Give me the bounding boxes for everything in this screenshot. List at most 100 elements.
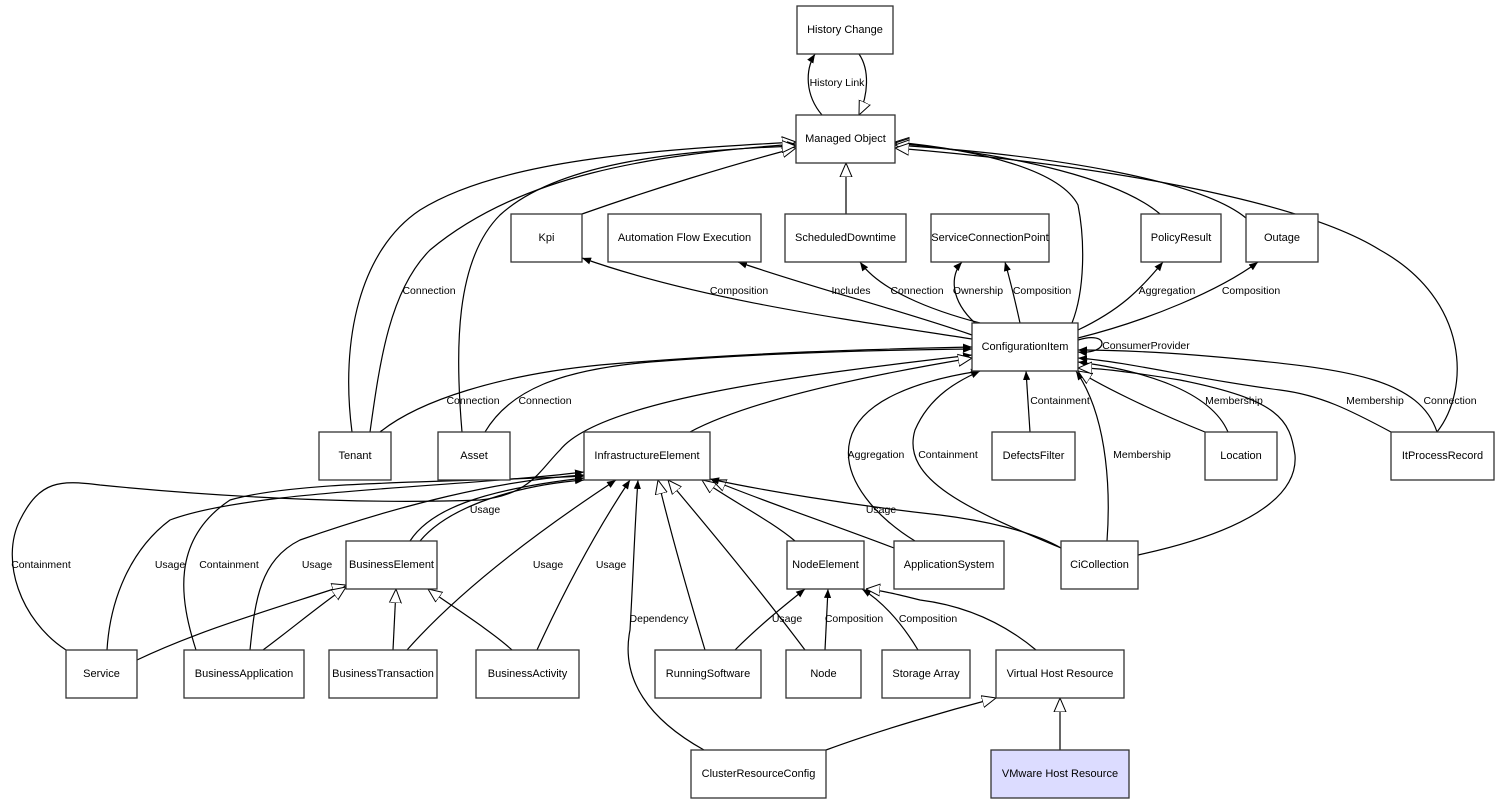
node-box[interactable] [607,213,762,263]
node-box[interactable] [1245,213,1319,263]
node-tenant[interactable]: Tenant [318,431,392,481]
edge-label: Usage [596,559,627,571]
node-label: VMware Host Resource [1002,768,1118,780]
node-managed-object[interactable]: Managed Object [795,114,896,164]
node-box[interactable] [796,5,894,55]
node-box[interactable] [991,431,1076,481]
node-cluster-resource-config[interactable]: ClusterResourceConfig [690,749,827,799]
node-label: Kpi [539,232,555,244]
edge-label: Connection [1423,395,1476,407]
edge-outage-to-managed-object [895,145,1247,219]
node-box[interactable] [971,322,1079,372]
edge-configuration-item-to-service-connection-point [953,261,976,324]
node-box[interactable] [328,649,438,699]
node-infrastructure-element[interactable]: InfrastructureElement [583,431,711,481]
node-label: PolicyResult [1151,232,1212,244]
node-defects-filter[interactable]: DefectsFilter [991,431,1076,481]
node-box[interactable] [183,649,305,699]
node-business-element[interactable]: BusinessElement [345,540,438,590]
edge-location-to-configuration-item [1078,371,1206,433]
edge-kpi-to-managed-object [581,148,796,215]
node-box[interactable] [1140,213,1222,263]
edge-label: Usage [533,559,564,571]
edge-business-application-to-infrastructure-element [249,471,585,651]
node-box[interactable] [1060,540,1139,590]
edge-asset-to-configuration-item [484,345,973,433]
node-node-element[interactable]: NodeElement [786,540,865,590]
edge-label: Membership [1205,395,1263,407]
node-application-system[interactable]: ApplicationSystem [893,540,1005,590]
node-node[interactable]: Node [785,649,862,699]
node-label: Managed Object [805,133,886,145]
node-box[interactable] [785,649,862,699]
edge-application-system-to-configuration-item [847,368,981,542]
edge-business-element-to-infrastructure-element [409,475,585,542]
node-box[interactable] [995,649,1125,699]
node-box[interactable] [475,649,580,699]
edge-label: Dependency [630,613,690,625]
edge-label: Containment [11,559,71,571]
node-box[interactable] [510,213,583,263]
node-box[interactable] [345,540,438,590]
node-box[interactable] [893,540,1005,590]
edge-label: Connection [402,285,455,297]
node-configuration-item[interactable]: ConfigurationItem [971,322,1079,372]
edge-policy-result-to-managed-object [895,143,1161,215]
node-business-application[interactable]: BusinessApplication [183,649,305,699]
edge-it-process-record-to-managed-object [895,148,1458,433]
node-label: RunningSoftware [666,668,750,680]
node-box[interactable] [784,213,907,263]
edge-business-transaction-to-business-element [393,589,396,651]
node-scheduled-downtime[interactable]: ScheduledDowntime [784,213,907,263]
node-box[interactable] [437,431,511,481]
node-box[interactable] [786,540,865,590]
node-box[interactable] [318,431,392,481]
node-box[interactable] [881,649,971,699]
edge-node-element-to-infrastructure-element [702,480,796,542]
node-box[interactable] [583,431,711,481]
node-label: ClusterResourceConfig [702,768,816,780]
node-it-process-record[interactable]: ItProcessRecord [1390,431,1495,481]
node-running-software[interactable]: RunningSoftware [654,649,762,699]
edge-configuration-item-to-outage [1077,261,1259,339]
edge-service-to-business-element [136,585,346,661]
node-box[interactable] [930,213,1050,263]
edge-node-to-infrastructure-element [668,480,806,651]
edge-running-software-to-node-element [734,588,806,651]
node-box[interactable] [1390,431,1495,481]
node-ci-collection[interactable]: CiCollection [1060,540,1139,590]
node-history-change[interactable]: History Change [796,5,894,55]
node-business-transaction[interactable]: BusinessTransaction [328,649,438,699]
node-box[interactable] [654,649,762,699]
edge-configuration-item-to-scheduled-downtime [859,261,981,324]
node-storage-array[interactable]: Storage Array [881,649,971,699]
edge-label: Usage [866,504,897,516]
edge-tenant-to-configuration-item [379,343,973,433]
node-box[interactable] [65,649,138,699]
node-service[interactable]: Service [65,649,138,699]
node-box[interactable] [690,749,827,799]
node-service-connection-point[interactable]: ServiceConnectionPoint [930,213,1050,263]
node-box[interactable] [990,749,1130,799]
edge-label: Composition [899,613,958,625]
edge-label: Composition [1222,285,1281,297]
node-label: NodeElement [792,559,859,571]
node-automation-flow-execution[interactable]: Automation Flow Execution [607,213,762,263]
edge-virtual-host-resource-to-node-element [866,589,1037,651]
node-box[interactable] [795,114,896,164]
edge-label: Connection [890,285,943,297]
node-kpi[interactable]: Kpi [510,213,583,263]
node-outage[interactable]: Outage [1245,213,1319,263]
node-business-activity[interactable]: BusinessActivity [475,649,580,699]
node-vmware-host-resource[interactable]: VMware Host Resource [990,749,1130,799]
node-location[interactable]: Location [1204,431,1278,481]
node-virtual-host-resource[interactable]: Virtual Host Resource [995,649,1125,699]
node-policy-result[interactable]: PolicyResult [1140,213,1222,263]
edge-defects-filter-to-configuration-item [1022,370,1031,433]
node-asset[interactable]: Asset [437,431,511,481]
edge-label: Membership [1346,395,1404,407]
node-box[interactable] [1204,431,1278,481]
